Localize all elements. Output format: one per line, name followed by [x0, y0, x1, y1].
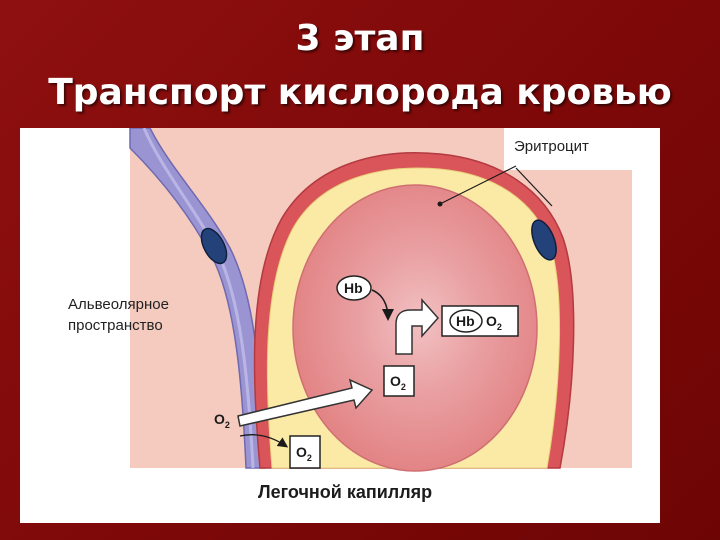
- o2-alveolar-label: O2: [214, 411, 230, 430]
- hbo2-o2-label: O2: [486, 313, 502, 332]
- diagram-figure: Эритроцит Альвеолярное пространство Hb H…: [20, 128, 660, 523]
- o2-cell-label: O2: [390, 373, 406, 392]
- alveolar-nucleus: [200, 227, 228, 265]
- o2-plasma-arrow: [239, 434, 289, 448]
- endothelial-nucleus: [531, 219, 557, 261]
- erythrocyte-pointer: [439, 165, 517, 205]
- alveolar-space-label: Альвеолярное пространство: [68, 294, 169, 336]
- slide-title-line2: Транспорт кислорода кровью: [48, 72, 672, 113]
- o2-binding-arrow: [395, 298, 440, 355]
- diagram-svg: [129, 128, 632, 472]
- hb-label: Hb: [344, 280, 363, 296]
- capillary-label: Легочной капилляр: [258, 482, 433, 502]
- wall-pointer: [515, 167, 553, 207]
- o2-plasma-box: [289, 435, 321, 469]
- erythrocyte-pointer-dot: [437, 201, 443, 207]
- alveolar-space-label-line1: Альвеолярное: [68, 296, 169, 313]
- o2-plasma-label: O2: [296, 444, 312, 463]
- hb-oval: [336, 275, 372, 301]
- alveolar-space-label-line2: пространство: [68, 317, 163, 334]
- hb-to-center-arrow: [371, 289, 394, 321]
- o2-diffusion-arrow: [237, 378, 374, 427]
- erythrocyte-label-background: [504, 128, 632, 170]
- hbo2-hb-oval: [449, 309, 483, 333]
- hbo2-hb-label: Hb: [456, 313, 475, 329]
- erythrocyte-label: Эритроцит: [514, 138, 589, 155]
- o2-cell-box: [383, 365, 415, 397]
- slide-title-line1: 3 этап: [295, 18, 425, 59]
